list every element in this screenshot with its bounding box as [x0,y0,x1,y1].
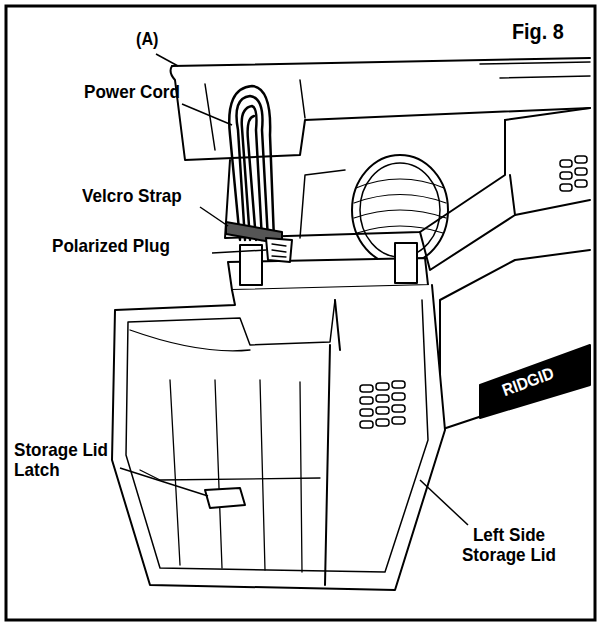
part-label: Polarized Plug [52,236,196,256]
part-label: Velcro Strap [82,186,199,206]
polarized-plug [266,238,292,262]
lid-divider [325,300,340,585]
part-label: Power Cord [84,82,192,102]
housing-top-edge [172,58,590,66]
lid-vent [360,381,405,428]
power-cord [229,86,274,240]
lid-ribs [170,380,302,572]
housing-front [171,66,590,160]
hose-port-threads [354,179,446,233]
logo-band [480,345,590,418]
lid-inner-rim [126,300,428,572]
part-label: Left Side Storage Lid [455,525,563,565]
tray-divider [300,170,345,238]
storage-lid [112,285,445,590]
storage-lid-latch [205,488,245,508]
leader-lines [120,54,468,525]
plug-grip [272,244,286,257]
housing-detail [205,80,305,150]
callout-letter: (A) [136,30,190,49]
figure-border [6,6,595,620]
tray-side [420,175,515,270]
housing-ridge [480,62,590,78]
part-label: Storage Lid Latch [14,440,122,480]
figure-number: Fig. 8 [512,20,584,43]
body-side [440,108,590,430]
vent-grille [560,156,587,191]
hinge-clip [395,243,417,283]
lid-cross-rib [140,470,320,480]
lid-lip [130,330,250,351]
